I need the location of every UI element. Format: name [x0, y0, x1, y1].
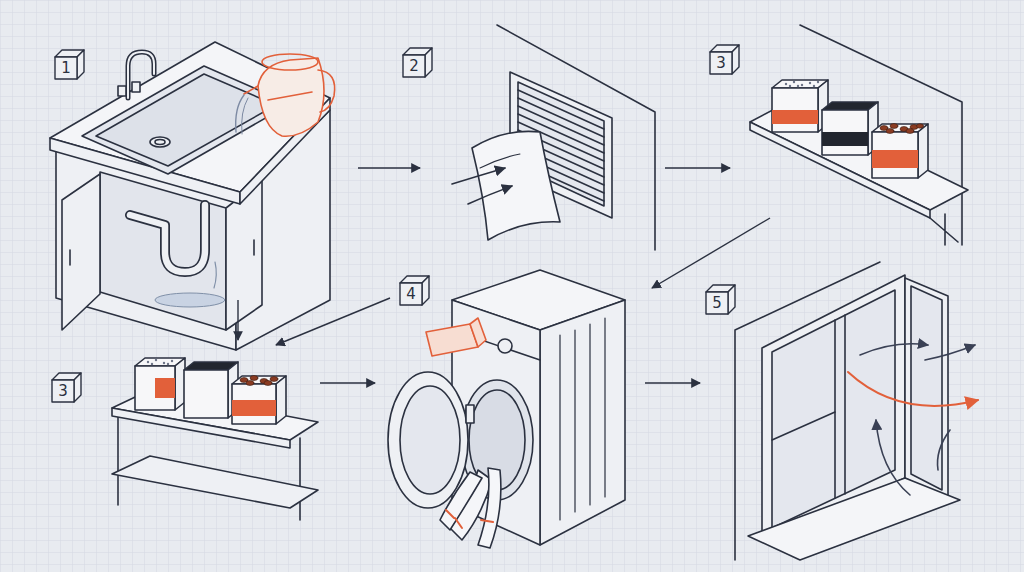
callout-number: 1: [55, 57, 77, 79]
callout-number: 3: [710, 52, 732, 74]
callout-number: 2: [403, 55, 425, 77]
step-cube: [52, 45, 739, 402]
absorber-shelf: [112, 358, 318, 520]
sink-cabinet: [50, 42, 335, 350]
flow-arrow: [238, 168, 770, 383]
absorber-shelf: [750, 25, 968, 245]
callout-number: 4: [400, 283, 422, 305]
callout-number: 5: [706, 292, 728, 314]
washing-machine: [388, 270, 625, 548]
callout-number: 3: [52, 380, 74, 402]
vent-grille: [452, 25, 655, 250]
open-window: [735, 262, 978, 560]
